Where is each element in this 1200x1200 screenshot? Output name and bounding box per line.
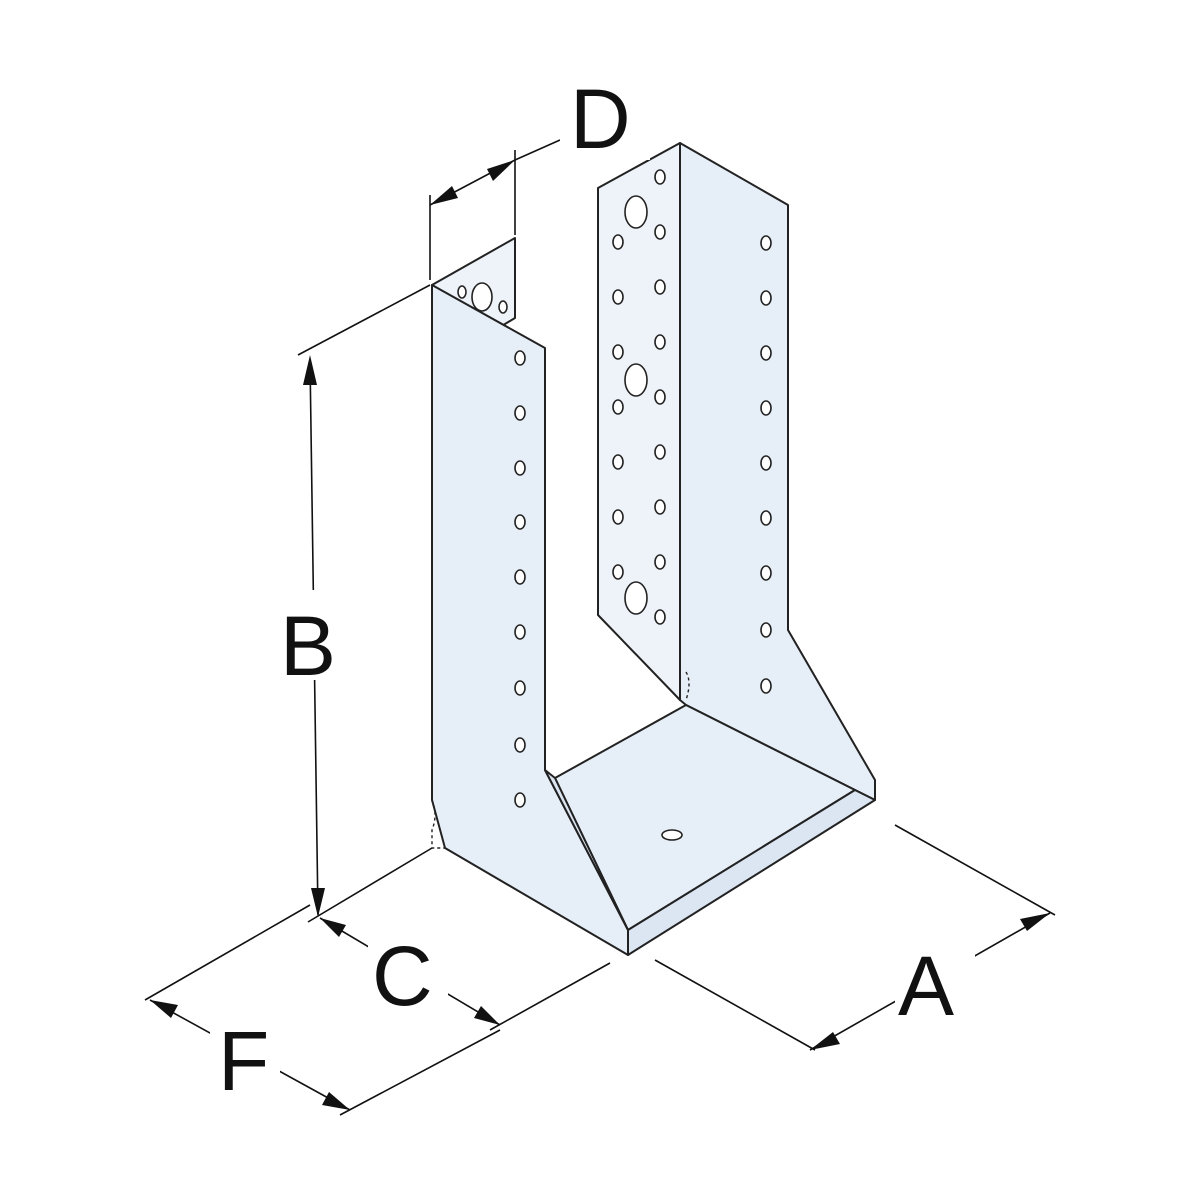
- label-d-bg: [560, 80, 650, 160]
- large-hole: [624, 363, 648, 397]
- label-a: A: [898, 939, 954, 1033]
- label-c: C: [372, 929, 433, 1023]
- small-hole: [760, 565, 772, 581]
- label-c-bg: [368, 930, 448, 1020]
- back-flange: [597, 142, 876, 801]
- small-hole: [612, 564, 624, 580]
- small-hole: [760, 345, 772, 361]
- small-hole: [514, 350, 526, 366]
- label-f: F: [218, 1014, 269, 1108]
- small-hole: [654, 169, 666, 185]
- large-hole: [624, 581, 648, 615]
- small-hole: [760, 510, 772, 526]
- small-hole: [654, 224, 666, 240]
- small-hole: [654, 444, 666, 460]
- front-flange-holes: [514, 350, 526, 808]
- large-hole: [471, 282, 493, 312]
- small-hole: [760, 455, 772, 471]
- small-hole: [654, 389, 666, 405]
- small-hole: [514, 792, 526, 808]
- small-hole: [612, 289, 624, 305]
- dimension-c: [307, 847, 611, 1031]
- small-hole: [612, 234, 624, 250]
- small-hole: [760, 622, 772, 638]
- small-hole: [654, 334, 666, 350]
- small-hole: [457, 285, 467, 299]
- small-hole: [654, 609, 666, 625]
- small-hole: [514, 680, 526, 696]
- small-hole: [514, 737, 526, 753]
- label-d: D: [570, 72, 631, 166]
- small-hole: [654, 554, 666, 570]
- small-hole: [514, 624, 526, 640]
- label-a-bg: [895, 940, 975, 1030]
- label-f-bg: [210, 1015, 280, 1105]
- seat-hole: [661, 829, 683, 841]
- back-flange-side-face: [679, 142, 876, 801]
- small-hole: [514, 405, 526, 421]
- small-hole: [514, 460, 526, 476]
- small-hole: [498, 300, 508, 314]
- back-side-holes: [760, 235, 772, 694]
- back-flange-notch: [685, 671, 690, 701]
- label-b-bg: [275, 590, 355, 680]
- small-hole: [760, 400, 772, 416]
- small-hole: [612, 509, 624, 525]
- small-hole: [514, 569, 526, 585]
- small-hole: [612, 454, 624, 470]
- large-hole: [624, 195, 648, 229]
- label-b: B: [280, 599, 336, 693]
- small-hole: [612, 344, 624, 360]
- front-flange: [431, 237, 629, 956]
- small-hole: [654, 279, 666, 295]
- small-hole: [612, 399, 624, 415]
- back-flange-holes: [612, 169, 666, 625]
- small-hole: [760, 290, 772, 306]
- front-flange-notch: [431, 799, 445, 849]
- small-hole: [760, 235, 772, 251]
- small-hole: [514, 514, 526, 530]
- front-flange-inner-edge: [544, 769, 629, 931]
- small-hole: [654, 499, 666, 515]
- front-tab-holes: [457, 282, 508, 314]
- dimension-d: [429, 139, 561, 280]
- small-hole: [760, 678, 772, 694]
